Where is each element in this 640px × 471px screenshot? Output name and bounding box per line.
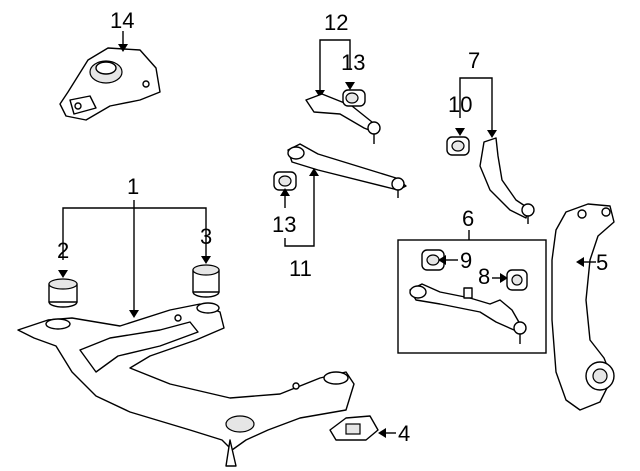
callout-2: 2 (57, 238, 69, 263)
callout-12: 12 (324, 10, 348, 35)
callout-13-mid: 13 (272, 212, 296, 237)
part-11-control-arm[interactable] (287, 143, 407, 198)
callout-8: 8 (478, 264, 490, 289)
part-3-mount-bushing[interactable] (192, 264, 220, 298)
callout-4: 4 (398, 421, 410, 446)
arrowhead-10 (455, 128, 465, 136)
leader-12 (319, 39, 351, 93)
leader-7 (459, 77, 493, 132)
part-14-upper-mount[interactable] (59, 47, 161, 121)
part-4-bracket[interactable] (329, 415, 379, 441)
callout-5: 5 (596, 250, 608, 275)
arrowhead-2 (58, 270, 68, 278)
arrowhead-4 (378, 428, 386, 438)
callout-14: 14 (110, 8, 134, 33)
callout-10: 10 (448, 92, 472, 117)
part-6-lower-arm[interactable] (409, 283, 527, 344)
arrowhead-3 (201, 256, 211, 264)
part-13-bushing-mid[interactable] (273, 171, 297, 191)
arrowhead-5 (576, 257, 584, 267)
part-8-bushing[interactable] (506, 269, 528, 291)
part-13-bushing-top[interactable] (342, 89, 366, 107)
part-5-knuckle[interactable] (551, 203, 615, 411)
part-12-upper-arm[interactable] (305, 93, 381, 144)
part-7-arm[interactable] (479, 137, 535, 224)
arrowhead-1 (129, 310, 139, 318)
part-1-subframe[interactable] (17, 302, 355, 467)
arrowhead-7 (487, 130, 497, 138)
part-6-group-box (397, 239, 547, 354)
callout-3: 3 (200, 224, 212, 249)
arrowhead-9 (438, 255, 446, 265)
callout-1: 1 (127, 174, 139, 199)
callout-6: 6 (462, 206, 474, 231)
arrowhead-11 (309, 168, 319, 176)
callout-11: 11 (289, 256, 312, 281)
arrowhead-8 (500, 273, 508, 283)
leader-11 (284, 174, 315, 247)
arrowhead-14 (118, 44, 128, 52)
callout-13-top: 13 (341, 50, 365, 75)
arrowhead-13-mid (280, 188, 290, 196)
part-10-bushing[interactable] (446, 136, 470, 156)
callout-7: 7 (468, 48, 480, 73)
part-2-mount-bushing[interactable] (48, 278, 78, 308)
callout-9: 9 (460, 248, 472, 273)
arrowhead-12 (315, 90, 325, 98)
arrowhead-13-top (345, 82, 355, 90)
